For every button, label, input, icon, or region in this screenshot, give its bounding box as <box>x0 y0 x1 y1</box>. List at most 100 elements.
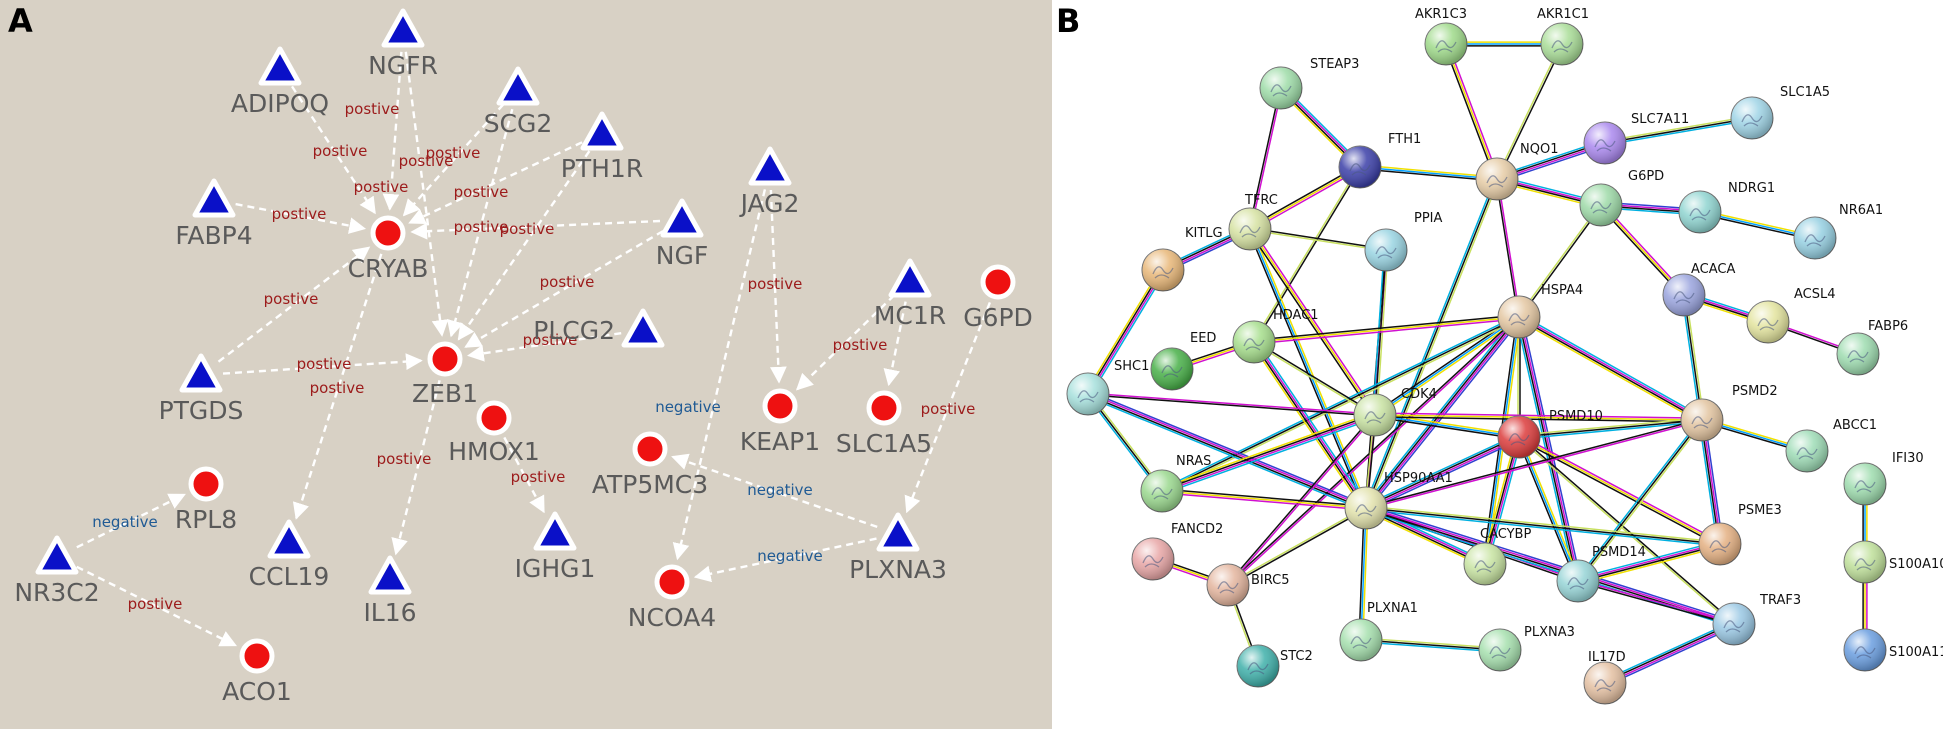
panel-b-letter: B <box>1056 2 1080 40</box>
node-jag2[interactable]: JAG2 <box>739 146 800 218</box>
triangle-marker <box>35 535 79 575</box>
node-ndrg1[interactable]: NDRG1 <box>1678 181 1775 234</box>
node-fabp4[interactable]: FABP4 <box>175 178 253 250</box>
node-adipoq[interactable]: ADIPOQ <box>231 46 329 118</box>
node-birc5[interactable]: BIRC5 <box>1206 563 1290 607</box>
edge-ngf-cryab <box>410 219 661 240</box>
edge-label-hmox1-ighg1: postive <box>511 468 566 486</box>
edge-label-mc1r-keap1: postive <box>833 336 888 354</box>
node-steap3[interactable]: STEAP3 <box>1259 57 1359 110</box>
node-label: S100A11 <box>1889 645 1943 660</box>
node-g6pd[interactable]: G6PD <box>1579 169 1664 227</box>
node-label: KEAP1 <box>740 427 820 456</box>
node-slc7a11[interactable]: SLC7A11 <box>1583 112 1689 165</box>
node-fth1[interactable]: FTH1 <box>1338 132 1421 189</box>
node-il16[interactable]: IL16 <box>363 555 417 627</box>
node-hsp90aa1[interactable]: HSP90AA1 <box>1344 471 1453 530</box>
node-ighg1[interactable]: IGHG1 <box>515 511 596 583</box>
node-ifi30[interactable]: IFI30 <box>1843 451 1924 506</box>
node-hdac1[interactable]: HDAC1 <box>1232 308 1319 364</box>
node-acsl4[interactable]: ACSL4 <box>1746 287 1836 344</box>
node-shc1[interactable]: SHC1 <box>1066 359 1149 416</box>
node-scg2[interactable]: SCG2 <box>484 66 553 138</box>
node-plxna1[interactable]: PLXNA1 <box>1339 601 1418 662</box>
node-plcg2[interactable]: PLCG2 <box>533 308 665 348</box>
node-hspa4[interactable]: HSPA4 <box>1497 283 1583 339</box>
node-label: NR3C2 <box>14 578 99 607</box>
triangle-marker <box>876 512 920 552</box>
node-slc1a5[interactable]: SLC1A5 <box>836 390 932 458</box>
edge-ngf-zeb1 <box>464 230 664 348</box>
node-hmox1[interactable]: HMOX1 <box>448 400 540 466</box>
node-ngf[interactable]: NGF <box>656 198 708 270</box>
node-abcc1[interactable]: ABCC1 <box>1785 418 1877 473</box>
node-plxna3[interactable]: PLXNA3 <box>1478 625 1575 672</box>
node-cryab[interactable]: CRYAB <box>348 215 429 283</box>
protein-structure-icon <box>1077 390 1099 403</box>
panel-a-edges <box>76 51 992 647</box>
node-g6pd[interactable]: G6PD <box>963 264 1033 332</box>
node-psmd14[interactable]: PSMD14 <box>1556 545 1646 603</box>
node-akr1c1[interactable]: AKR1C1 <box>1537 7 1589 66</box>
node-kitlg[interactable]: KITLG <box>1141 226 1223 292</box>
node-label: NRAS <box>1176 454 1211 469</box>
node-label: JAG2 <box>739 189 800 218</box>
node-il17d[interactable]: IL17D <box>1583 650 1627 705</box>
node-ptgds[interactable]: PTGDS <box>159 353 244 425</box>
triangle-marker <box>660 198 704 238</box>
node-label: CCL19 <box>249 562 330 591</box>
circle-marker <box>762 388 798 424</box>
protein-structure-icon <box>1689 208 1711 221</box>
node-tfrc[interactable]: TFRC <box>1228 193 1278 251</box>
node-ccl19[interactable]: CCL19 <box>249 519 330 591</box>
edge-psmd14-traf3 <box>1577 579 1735 626</box>
node-pth1r[interactable]: PTH1R <box>561 111 643 183</box>
node-psmd2[interactable]: PSMD2 <box>1680 384 1778 442</box>
node-psme3[interactable]: PSME3 <box>1698 503 1782 566</box>
node-s100a10[interactable]: S100A10 <box>1843 540 1943 584</box>
node-rpl8[interactable]: RPL8 <box>175 466 237 534</box>
edge-tfrc-ppia <box>1249 227 1387 252</box>
node-fancd2[interactable]: FANCD2 <box>1131 522 1223 581</box>
protein-structure-icon <box>1474 560 1496 573</box>
node-nqo1[interactable]: NQO1 <box>1475 142 1558 201</box>
node-eed[interactable]: EED <box>1150 331 1216 391</box>
node-cdk4[interactable]: CDK4 <box>1353 387 1437 437</box>
node-acaca[interactable]: ACACA <box>1662 262 1735 317</box>
node-ncoa4[interactable]: NCOA4 <box>628 564 716 632</box>
protein-structure-icon <box>1486 175 1508 188</box>
edge-label-nr3c2-rpl8: negative <box>92 513 158 531</box>
edge-plxna3-ncoa4 <box>693 537 877 583</box>
node-label: NCOA4 <box>628 603 716 632</box>
protein-structure-icon <box>1247 662 1269 675</box>
edge-psmd10-psmd2 <box>1518 417 1703 440</box>
node-traf3[interactable]: TRAF3 <box>1712 593 1801 646</box>
node-stc2[interactable]: STC2 <box>1236 644 1313 688</box>
protein-structure-icon <box>1217 581 1239 594</box>
node-nr6a1[interactable]: NR6A1 <box>1793 203 1883 260</box>
node-plxna3[interactable]: PLXNA3 <box>849 512 947 584</box>
node-zeb1[interactable]: ZEB1 <box>412 341 478 408</box>
protein-structure-icon <box>1567 577 1589 590</box>
node-ngfr[interactable]: NGFR <box>368 8 438 80</box>
node-cacybp[interactable]: CACYBP <box>1463 527 1531 586</box>
edge-hsp90aa1-birc5 <box>1227 506 1367 587</box>
protein-structure-icon <box>1854 558 1876 571</box>
triangle-marker <box>580 111 624 151</box>
node-s100a11[interactable]: S100A11 <box>1843 628 1943 672</box>
node-psmd10[interactable]: PSMD10 <box>1497 409 1603 459</box>
triangle-marker <box>748 146 792 186</box>
node-label: SHC1 <box>1114 359 1149 374</box>
node-label: IL16 <box>363 598 416 627</box>
node-mc1r[interactable]: MC1R <box>874 258 946 330</box>
triangle-marker <box>368 555 412 595</box>
node-akr1c3[interactable]: AKR1C3 <box>1415 7 1468 66</box>
node-nras[interactable]: NRAS <box>1140 454 1211 513</box>
node-fabp6[interactable]: FABP6 <box>1836 319 1908 376</box>
node-nr3c2[interactable]: NR3C2 <box>14 535 100 607</box>
node-slc1a5[interactable]: SLC1A5 <box>1730 85 1830 140</box>
node-keap1[interactable]: KEAP1 <box>740 388 820 456</box>
node-ppia[interactable]: PPIA <box>1364 211 1443 272</box>
node-atp5mc3[interactable]: ATP5MC3 <box>592 431 708 499</box>
node-aco1[interactable]: ACO1 <box>222 638 292 706</box>
